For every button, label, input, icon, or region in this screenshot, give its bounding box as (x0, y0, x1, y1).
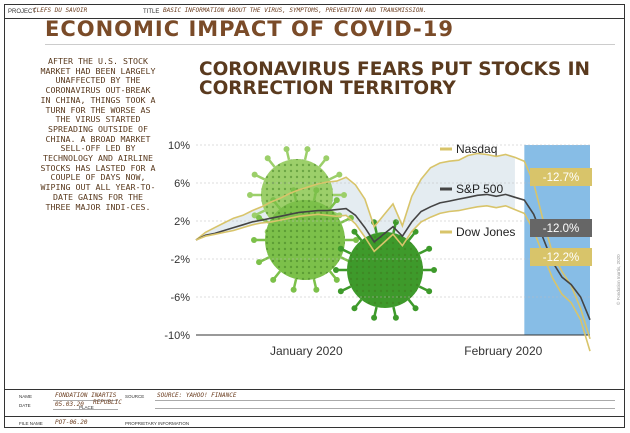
virus-illustration-front-spike-tip (351, 305, 358, 312)
virus-illustration-back-spike-tip (251, 171, 258, 178)
virus-illustration-front-texture (347, 232, 423, 308)
virus-illustration-front-spike-tip (392, 314, 399, 321)
y-tick-label: 2% (174, 216, 190, 228)
virus-illustration-front-spike-tip (337, 245, 344, 252)
series-line-1 (195, 193, 591, 321)
y-tick-label: 10% (168, 140, 190, 152)
project-value: CLEFS DU SAVOIR (33, 7, 88, 14)
source-value: SOURCE: YAHOO! FINANCE (157, 392, 237, 399)
virus-illustration-mid-spike-tip (313, 286, 320, 293)
virus-illustration-front-spike-tip (351, 228, 358, 235)
place-value: REPUBLIC (93, 399, 122, 406)
footer-divider (5, 416, 624, 417)
virus-illustration-back-spike-tip (341, 192, 347, 198)
end-value-label: -12.2% (543, 252, 579, 264)
virus-illustration-mid-spike-tip (290, 286, 297, 293)
side-article-text: AFTER THE U.S. STOCK MARKET HAD BEEN LAR… (40, 56, 156, 212)
end-label-box (530, 219, 592, 237)
file-value: POT-06.20 (55, 419, 88, 426)
virus-illustration-mid-spike-tip (333, 276, 340, 283)
y-tick-label: 6% (174, 178, 190, 190)
source-rule-2 (155, 408, 615, 409)
header-strip: PROJECT CLEFS DU SAVOIR TITLE BASIC INFO… (5, 5, 624, 19)
virus-illustration-back-spike-tip (247, 192, 253, 198)
title-underline (45, 44, 615, 45)
chart-title: CORONAVIRUS FEARS PUT STOCKS IN CORRECTI… (199, 59, 591, 99)
footer-block: NAME FONDATION INARTIS DATE 05.03.20 PLA… (5, 389, 624, 428)
virus-illustration-front-spike-tip (333, 267, 339, 273)
virus-illustration-front-spike-tip (412, 305, 419, 312)
end-value-label: -12.0% (543, 223, 579, 235)
virus-illustration-mid-spike-tip (333, 197, 340, 204)
legend-label: Dow Jones (456, 225, 515, 239)
virus-illustration-mid-spike-tip (353, 237, 359, 243)
proprietary-label: PROPRIETARY INFORMATION (125, 421, 190, 426)
virus-illustration-mid-spike-tip (313, 187, 320, 194)
source-label: SOURCE (125, 394, 145, 399)
name-label: NAME (19, 394, 33, 399)
source-rule (155, 400, 615, 401)
virus-illustration-front-spike-tip (431, 267, 437, 273)
x-tick-label: February 2020 (464, 344, 542, 358)
virus-illustration-front (333, 219, 437, 321)
virus-illustration-back-spike-tip (283, 146, 290, 153)
virus-illustration-back-spike-tip (336, 171, 343, 178)
file-label: FILE NAME (19, 421, 43, 426)
virus-illustration-mid-spike-tip (256, 214, 263, 221)
y-tick-label: -10% (164, 330, 190, 342)
virus-illustration-front-spike-tip (337, 288, 344, 295)
series-line-2 (195, 204, 591, 352)
virus-illustration-back-spike-tip (323, 155, 330, 162)
x-tick-label: January 2020 (270, 344, 343, 358)
series-line-0 (195, 152, 591, 340)
y-tick-label: -2% (170, 254, 190, 266)
worksheet-frame: PROJECT CLEFS DU SAVOIR TITLE BASIC INFO… (4, 4, 625, 428)
virus-illustration-back-spike-tip (304, 146, 311, 153)
virus-illustration-back-spike-tip (264, 155, 271, 162)
end-value-label: -12.7% (543, 172, 579, 184)
y-tick-label: -6% (170, 292, 190, 304)
virus-illustration-mid-texture (265, 200, 345, 280)
title-label: TITLE (143, 9, 160, 15)
date-rule (53, 409, 118, 410)
end-label-box (530, 168, 592, 186)
legend-label: Nasdaq (456, 142, 497, 156)
title-value: BASIC INFORMATION ABOUT THE VIRUS, SYMPT… (163, 7, 427, 14)
virus-illustration-front-spike-tip (426, 245, 433, 252)
end-label-box (530, 248, 592, 266)
virus-illustration-front-spike-tip (371, 314, 378, 321)
name-value: FONDATION INARTIS (55, 392, 117, 399)
virus-illustration-back-spike-tip (251, 212, 258, 219)
legend-label: S&P 500 (456, 182, 503, 196)
project-label: PROJECT (8, 9, 37, 15)
index-range-band (196, 153, 515, 252)
virus-illustration-mid-spike-tip (256, 259, 263, 266)
date-label: DATE (19, 403, 31, 408)
name-rule (53, 400, 118, 401)
virus-illustration-front-spike-tip (426, 288, 433, 295)
virus-illustration-mid (251, 187, 359, 293)
virus-illustration-mid-spike-tip (251, 237, 257, 243)
date-value: 05.03.20 (55, 401, 84, 408)
place-label: PLACE (79, 405, 94, 410)
virus-illustration-mid-spike-tip (270, 276, 277, 283)
virus-illustration-front-spike-tip (392, 219, 399, 226)
page-title: ECONOMIC IMPACT OF COVID-19 (45, 17, 454, 41)
